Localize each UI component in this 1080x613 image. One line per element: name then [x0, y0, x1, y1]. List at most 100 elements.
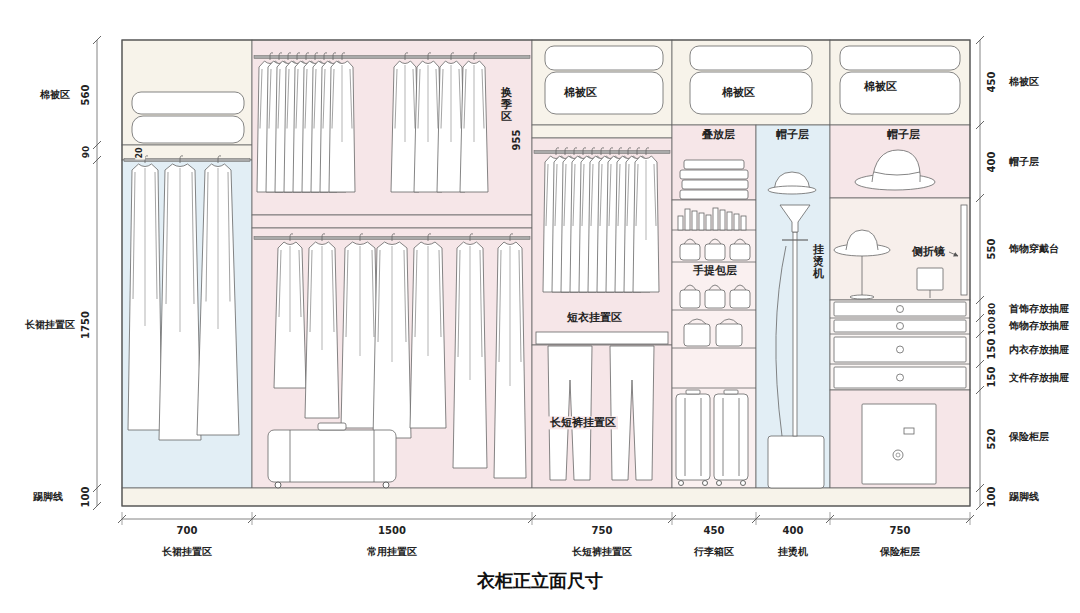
garment	[582, 164, 584, 226]
zone-name: 保险柜层	[1008, 431, 1050, 443]
zone-name: 文件存放抽屉	[1008, 372, 1070, 384]
garment	[315, 53, 318, 60]
dimension-line	[118, 515, 126, 523]
handbag	[680, 290, 700, 308]
handbag	[705, 244, 725, 260]
garment	[591, 164, 593, 226]
garment	[633, 156, 659, 292]
garment	[332, 250, 334, 332]
garment	[278, 69, 280, 129]
dimension-line	[976, 386, 984, 394]
dimension-value: 20	[135, 146, 145, 159]
dimension-line	[248, 515, 256, 523]
garment	[405, 65, 406, 142]
garment	[180, 156, 183, 163]
wardrobe-panel	[830, 334, 970, 335]
hat	[768, 186, 816, 194]
zone-label: 长短裤挂置区	[548, 416, 618, 429]
zone-panel: 挂烫机	[756, 200, 830, 488]
garment	[274, 242, 306, 388]
zone-name: 内衣存放抽屉	[1008, 344, 1070, 356]
wardrobe-panel	[830, 390, 970, 488]
hat	[850, 295, 874, 299]
garment	[360, 234, 363, 241]
zone-panel: 帽子层	[830, 125, 970, 198]
garment-steamer	[780, 205, 810, 232]
dimension-line	[976, 314, 984, 322]
zone-name: 踢脚线	[1008, 491, 1040, 503]
dimension-line	[980, 40, 981, 506]
garment	[410, 242, 446, 428]
garment	[618, 164, 620, 226]
garment	[413, 69, 415, 129]
garment	[392, 234, 395, 241]
dimension-value: 550	[986, 238, 998, 261]
hat	[862, 256, 863, 296]
zone-label: 侧折镜	[910, 245, 947, 258]
suitcase	[717, 481, 722, 486]
garment	[290, 234, 293, 241]
dimension-value: 450	[986, 71, 998, 94]
dimension-value: 560	[80, 84, 92, 107]
safe-box	[904, 428, 914, 434]
book	[678, 216, 683, 230]
wardrobe-panel	[672, 40, 830, 125]
garment	[206, 172, 208, 302]
dimension-value: 400	[782, 525, 805, 537]
dimension-value: 400	[986, 151, 998, 174]
garment	[306, 53, 309, 60]
garment-steamer	[768, 436, 824, 488]
garment	[228, 172, 230, 302]
garment	[297, 53, 300, 60]
hat	[846, 230, 878, 250]
handbag	[688, 319, 706, 324]
zone-name: 饰物存放抽屉	[1008, 320, 1070, 332]
zone-panel: 棉被区	[830, 40, 970, 125]
quilt	[545, 46, 663, 70]
garment	[322, 246, 323, 350]
safe-box	[862, 404, 936, 484]
dimension-value: 750	[889, 525, 912, 537]
handbag	[709, 239, 721, 244]
dimension-value: 1500	[377, 525, 407, 537]
garment	[573, 164, 575, 226]
garment	[333, 53, 336, 60]
garment	[636, 164, 638, 226]
garment	[646, 160, 647, 240]
dimension-line	[93, 484, 101, 492]
dimension-line	[122, 519, 970, 520]
garment	[453, 242, 487, 468]
handbag	[684, 285, 696, 290]
wardrobe-panel	[122, 160, 252, 488]
dimension-line	[976, 296, 984, 304]
dimension-value: 520	[986, 428, 998, 451]
book	[699, 213, 704, 230]
wardrobe-panel	[532, 125, 672, 138]
garment	[269, 69, 271, 129]
wardrobe-panel	[672, 310, 756, 311]
wardrobe-panel	[252, 215, 532, 228]
wardrobe-panel	[532, 138, 672, 345]
suitcase	[268, 390, 748, 488]
garment	[470, 234, 473, 241]
zone-panel: 长短裤挂置区	[532, 345, 672, 488]
zone-panel: 侧折镜	[830, 198, 970, 300]
zone-panel: 短衣挂置区	[532, 138, 672, 345]
suitcase	[724, 390, 738, 394]
garment	[323, 69, 325, 129]
garment	[145, 156, 148, 163]
trouser-rack	[610, 346, 654, 480]
garment	[494, 242, 526, 478]
quilt	[690, 46, 812, 70]
wardrobe-panel	[830, 364, 970, 365]
zone-label: 帽子层	[774, 128, 811, 141]
folded-clothes	[682, 180, 748, 189]
zone-label: 帽子层	[885, 128, 922, 141]
wardrobe-panel	[830, 318, 970, 319]
garment	[646, 148, 649, 155]
dimension-line	[826, 515, 834, 523]
handbag	[730, 290, 750, 308]
zone-name: 棉被区	[39, 89, 71, 101]
zone-name: 挂烫机	[777, 546, 809, 558]
